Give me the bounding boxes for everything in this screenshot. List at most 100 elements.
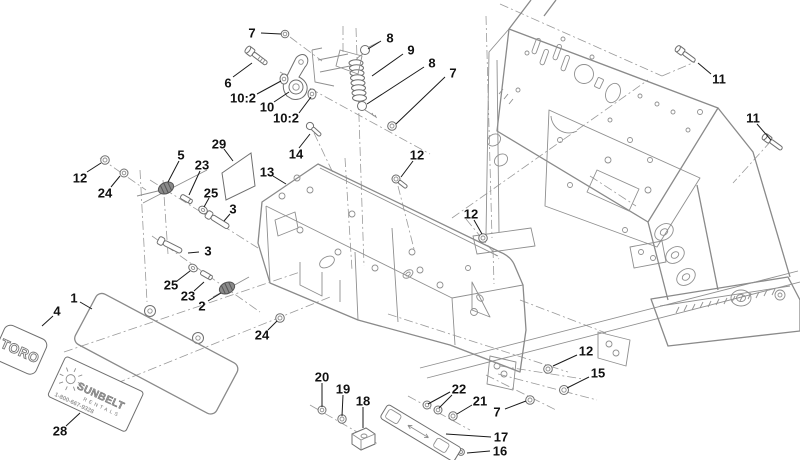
callout-13: 13	[260, 165, 274, 180]
callout-4: 4	[53, 304, 61, 319]
leader-line-7	[395, 76, 446, 125]
center-line	[732, 140, 772, 184]
callout-24: 24	[98, 186, 113, 201]
leader-line-24	[110, 175, 121, 188]
bolt-11-upper	[674, 45, 696, 63]
center-line	[139, 169, 148, 303]
leader-line-23	[188, 170, 201, 196]
leader-line-28	[65, 412, 81, 427]
callout-10:2: 10:2	[230, 91, 256, 106]
leader-line-23	[193, 281, 205, 292]
nut-20	[317, 405, 327, 415]
leader-line-8	[366, 66, 425, 105]
bellcrank-lever	[244, 29, 363, 100]
leader-line-4	[41, 315, 54, 327]
spacer-23-a	[180, 194, 193, 205]
center-line	[279, 71, 431, 155]
callout-15: 15	[591, 366, 605, 381]
toro-decal: TORO	[0, 324, 48, 375]
center-line	[499, 3, 663, 77]
callout-7: 7	[449, 66, 456, 81]
screw-7-top	[280, 29, 290, 39]
callout-7: 7	[493, 405, 500, 420]
bolt-14	[305, 121, 322, 137]
callout-12: 12	[410, 148, 424, 163]
knob-2	[218, 281, 236, 295]
callout-12: 12	[73, 171, 87, 186]
callout-10:2: 10:2	[273, 111, 299, 126]
callout-23: 23	[195, 158, 209, 173]
washer-25-b	[188, 263, 198, 273]
callout-6: 6	[224, 76, 231, 91]
leader-line-12	[86, 162, 102, 173]
center-line	[485, 15, 493, 239]
nut-7-bottom	[525, 395, 535, 405]
bolt-3-a	[204, 210, 230, 229]
leader-line-10:2	[298, 96, 312, 114]
foot-plate	[650, 276, 800, 347]
callout-8: 8	[386, 31, 393, 46]
center-line	[492, 248, 495, 285]
leader-line-24	[267, 320, 278, 331]
fasteners	[100, 45, 783, 456]
center-line	[99, 157, 147, 191]
center-line	[451, 79, 649, 219]
leader-line-7	[260, 32, 282, 35]
dash-panel-holes	[515, 36, 703, 163]
leader-line-10	[273, 91, 290, 103]
spring-eye-top	[360, 45, 370, 55]
spring-eye-bottom	[357, 101, 367, 111]
extension-spring	[348, 41, 380, 119]
callout-12: 12	[579, 344, 593, 359]
leader-line-11	[697, 62, 712, 75]
inner-panel	[544, 109, 701, 248]
center-line	[397, 185, 415, 250]
leader-line-12	[552, 354, 578, 367]
callout-25: 25	[164, 278, 178, 293]
center-line	[661, 61, 696, 77]
leader-line-3	[223, 213, 231, 222]
callout-17: 17	[494, 430, 508, 445]
nut-24-lower	[275, 313, 285, 323]
callout-18: 18	[356, 394, 370, 409]
leader-line-19	[341, 394, 344, 417]
callout-8: 8	[428, 56, 435, 71]
washer-21	[448, 411, 458, 421]
bushing	[730, 289, 752, 307]
callout-22: 22	[452, 382, 466, 397]
leader-line-16	[466, 450, 491, 454]
leader-line-29	[223, 148, 234, 162]
center-line	[313, 132, 334, 174]
washer-22-b	[433, 405, 443, 415]
bolt-11-lower	[761, 133, 783, 151]
leader-line-12	[400, 160, 414, 178]
callout-1: 1	[70, 291, 77, 306]
cover-panel	[74, 292, 239, 415]
leader-line-9	[371, 53, 404, 77]
leader-line-3	[187, 251, 200, 254]
callout-19: 19	[336, 382, 350, 397]
leader-line-2	[207, 292, 222, 302]
knob-5	[157, 181, 175, 195]
bolt-12-upper	[391, 174, 408, 189]
callout-25: 25	[204, 186, 218, 201]
callout-16: 16	[493, 444, 507, 459]
leader-lines	[41, 32, 772, 454]
callout-7: 7	[248, 26, 255, 41]
center-line	[344, 157, 353, 271]
upper-rod-chain	[136, 169, 230, 229]
callout-24: 24	[255, 328, 270, 343]
main-frame-weldment	[419, 0, 800, 379]
leader-line-10:2	[256, 80, 282, 95]
center-line	[84, 296, 331, 397]
bushing-10-2-b	[307, 88, 317, 100]
control-box-weldment	[257, 163, 527, 391]
leader-line-13	[272, 175, 287, 185]
leader-line-22	[427, 391, 451, 405]
callout-3: 3	[229, 202, 236, 217]
callout-2: 2	[198, 299, 205, 314]
callout-14: 14	[289, 147, 304, 162]
